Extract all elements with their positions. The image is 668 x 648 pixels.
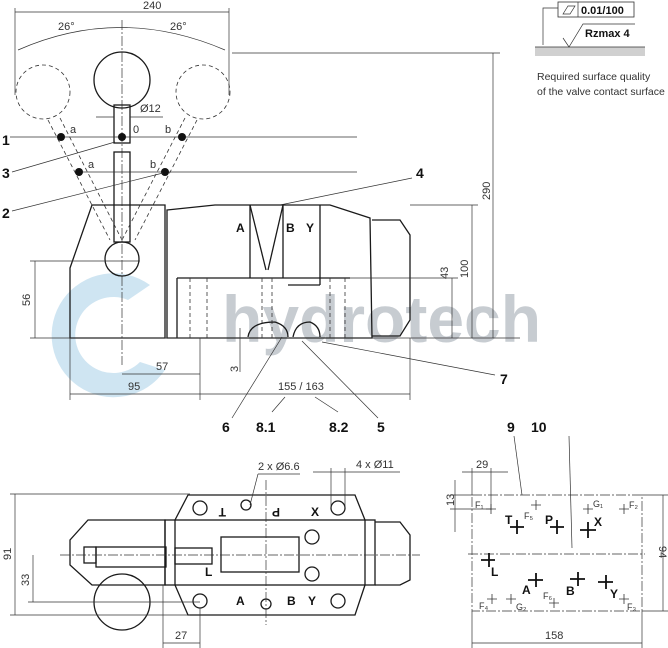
angle-arc xyxy=(17,27,226,51)
note-line-1: Required surface quality xyxy=(537,71,651,83)
dim-290: 290 xyxy=(481,182,493,200)
dim-3: 3 xyxy=(229,366,241,372)
pos-a-upper: a xyxy=(70,124,77,136)
callout-7: 7 xyxy=(500,371,508,387)
point-f4: F₄ xyxy=(479,601,488,611)
top-port-b: B xyxy=(287,594,296,608)
callout-4: 4 xyxy=(416,165,424,181)
watermark: hydrotech xyxy=(51,273,541,398)
top-port-t: T xyxy=(218,505,226,519)
front-view: 240 26° 26° Ø12 a 0 b a b 1 3 2 4 xyxy=(2,0,520,435)
dim-56: 56 xyxy=(21,294,33,306)
front-port-b: B xyxy=(286,221,295,235)
pos-b-upper: b xyxy=(165,124,171,136)
point-f3: F₃ xyxy=(627,602,636,612)
callout-2: 2 xyxy=(2,205,10,221)
pattern-port-x: X xyxy=(594,515,602,529)
pattern-port-b: B xyxy=(566,584,575,598)
top-port-a: A xyxy=(236,594,245,608)
callout-5: 5 xyxy=(377,419,385,435)
point-f5: F₅ xyxy=(524,511,533,521)
top-view: T P X L A B Y 2 x Ø6.6 4 x Ø11 91 33 27 xyxy=(2,459,420,648)
dim-angle-right: 26° xyxy=(170,21,187,33)
dim-27: 27 xyxy=(175,630,187,642)
pattern-outline xyxy=(471,494,643,612)
dim-43: 43 xyxy=(439,267,451,279)
dim-13: 13 xyxy=(445,494,457,506)
dim-94: 94 xyxy=(656,546,668,558)
lever-ball xyxy=(93,51,151,109)
pos-b-lower: b xyxy=(150,159,156,171)
dim-91: 91 xyxy=(2,548,14,560)
callout-8-1: 8.1 xyxy=(256,419,276,435)
watermark-swirl-icon xyxy=(51,273,165,398)
front-port-a: A xyxy=(236,221,245,235)
dim-stem-diameter: Ø12 xyxy=(140,103,161,115)
point-g2: G₂ xyxy=(516,602,527,612)
point-f6: F₆ xyxy=(543,591,552,601)
dim-holes-large: 4 x Ø11 xyxy=(356,459,394,471)
pattern-port-p: P xyxy=(545,513,553,527)
dim-158: 158 xyxy=(545,630,563,642)
pattern-port-a: A xyxy=(522,583,531,597)
dim-33: 33 xyxy=(20,574,32,586)
surface-quality-note: 0.01/100 Rzmax 4 Required surface qualit… xyxy=(535,1,665,98)
dim-holes-small: 2 x Ø6.6 xyxy=(258,461,300,473)
dim-angle-left: 26° xyxy=(58,21,75,33)
pos-a-lower: a xyxy=(88,159,95,171)
dim-240: 240 xyxy=(143,0,161,12)
lever-housing xyxy=(69,204,166,339)
callout-10: 10 xyxy=(531,419,547,435)
lever-ghost-left xyxy=(15,64,71,120)
end-cap xyxy=(372,219,411,337)
dim-57: 57 xyxy=(156,361,168,373)
callout-3: 3 xyxy=(2,165,10,181)
point-g1: G₁ xyxy=(593,499,603,509)
top-port-x: X xyxy=(311,505,319,519)
valve-plate xyxy=(174,494,366,616)
top-port-y: Y xyxy=(308,594,316,608)
lever-ghost-right xyxy=(175,64,231,120)
roughness-icon xyxy=(562,23,635,48)
mounting-pattern: 9 10 29 13 94 158 F₁ F₅ G₁ F₂ F₄ G₂ F₆ F… xyxy=(445,419,668,648)
point-f1: F₁ xyxy=(475,500,484,510)
pattern-port-l: L xyxy=(491,565,498,579)
roughness-value: Rzmax 4 xyxy=(585,28,631,40)
dim-29: 29 xyxy=(476,459,488,471)
pattern-port-t: T xyxy=(505,513,513,527)
note-line-2: of the valve contact surface xyxy=(537,86,665,98)
lever-housing-top xyxy=(69,519,166,586)
flatness-value: 0.01/100 xyxy=(581,5,624,17)
top-port-p: P xyxy=(272,505,280,519)
pos-zero: 0 xyxy=(133,124,139,136)
pivot xyxy=(104,241,140,277)
top-port-l: L xyxy=(205,565,212,579)
dim-100: 100 xyxy=(459,260,471,278)
callout-6: 6 xyxy=(222,419,230,435)
point-f2: F₂ xyxy=(629,500,638,510)
pattern-port-y: Y xyxy=(610,587,618,601)
callout-1: 1 xyxy=(2,132,10,148)
surface xyxy=(535,47,645,56)
dim-95: 95 xyxy=(128,381,140,393)
dim-155-163: 155 / 163 xyxy=(278,381,324,393)
flatness-icon xyxy=(562,5,576,15)
callout-9: 9 xyxy=(507,419,515,435)
callout-8-2: 8.2 xyxy=(329,419,349,435)
watermark-text: hydrotech xyxy=(222,282,541,356)
front-port-y: Y xyxy=(306,221,314,235)
